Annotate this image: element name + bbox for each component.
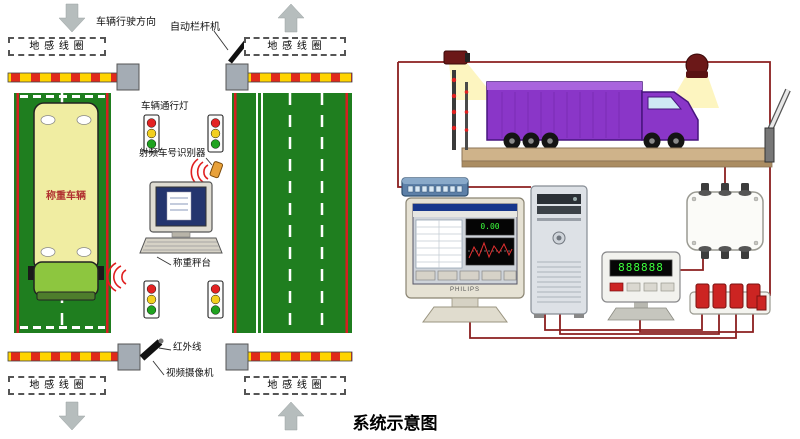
- ground-coil-zone: 地 感 线 圈: [8, 37, 106, 56]
- weighbridge-platform: [461, 147, 773, 168]
- weight-indicator: [601, 251, 681, 321]
- rfid-reader: [190, 158, 224, 186]
- light-beam: [449, 63, 497, 100]
- video-camera-label: 视频摄像机: [166, 368, 214, 379]
- strip-switch: [756, 295, 767, 311]
- camera-icon: [443, 50, 468, 65]
- traffic-light: [143, 114, 160, 153]
- keyboard-icon: [139, 237, 223, 254]
- indicator-weight-reading: 888888: [618, 261, 664, 274]
- rfid-reader-label: 射频车号识别器: [139, 148, 206, 159]
- junction-box: [686, 183, 764, 259]
- signal-waves-icon: [107, 262, 127, 292]
- direction-label: 车辆行驶方向: [96, 17, 156, 28]
- control-computer: [139, 181, 223, 254]
- truck-side-view: [486, 81, 699, 150]
- arrow-down-icon: [58, 3, 86, 33]
- road-right: [232, 93, 352, 333]
- screen-weight-reading: 0.00: [480, 222, 500, 231]
- arrow-up-icon: [277, 3, 305, 33]
- pointer-lines: [152, 30, 229, 376]
- cab-window: [647, 96, 683, 110]
- flow-arrows: [58, 3, 305, 431]
- traffic-light: [207, 280, 224, 319]
- pass-light-label: 车辆通行灯: [141, 101, 189, 112]
- infrared-sensor-posts: [451, 70, 469, 150]
- led-display: [609, 259, 673, 277]
- power-strip: [689, 283, 771, 315]
- power-plugs: [695, 283, 761, 309]
- barrier-machine: [225, 343, 249, 371]
- infrared-label: 红外线: [173, 342, 202, 353]
- waveform-panel: [465, 237, 515, 266]
- traffic-light: [207, 114, 224, 153]
- weigh-platform-label: 称重秤台: [173, 258, 212, 269]
- camera-lens-icon: [158, 338, 164, 344]
- barrier-machine: [116, 63, 140, 91]
- barrier-machine: [225, 63, 249, 91]
- ground-coil-zone: 地 感 线 圈: [244, 37, 346, 56]
- weigh-vehicle-label: 称重车辆: [46, 191, 86, 202]
- traffic-light: [143, 280, 160, 319]
- barrier-gates: [7, 40, 353, 371]
- video-camera-icon: [139, 339, 163, 361]
- weight-readout-panel: [465, 218, 515, 236]
- monitor-brand: PHILIPS: [449, 287, 480, 293]
- crt-monitor: [405, 197, 525, 323]
- barrier-machine: [117, 343, 141, 371]
- ground-coil-zone: 地 感 线 圈: [8, 376, 106, 395]
- signal-waves-icon: [190, 158, 209, 186]
- wheels: [503, 132, 685, 150]
- surveillance-camera-left: [443, 50, 497, 100]
- traffic-lights: [143, 114, 224, 319]
- auto-barrier-label: 自动栏杆机: [170, 22, 220, 33]
- weigh-vehicle: [28, 102, 104, 301]
- exit-barrier: [764, 88, 791, 163]
- pc-tower: [530, 185, 588, 318]
- ground-coil-zone: 地 感 线 圈: [244, 376, 346, 395]
- arrow-up-icon: [277, 401, 305, 431]
- barrier-arm-icon: [228, 40, 248, 64]
- arrow-down-icon: [58, 401, 86, 431]
- network-switch: [401, 177, 469, 197]
- diagram-title: 系统示意图: [352, 414, 438, 433]
- app-titlebar: [413, 204, 517, 211]
